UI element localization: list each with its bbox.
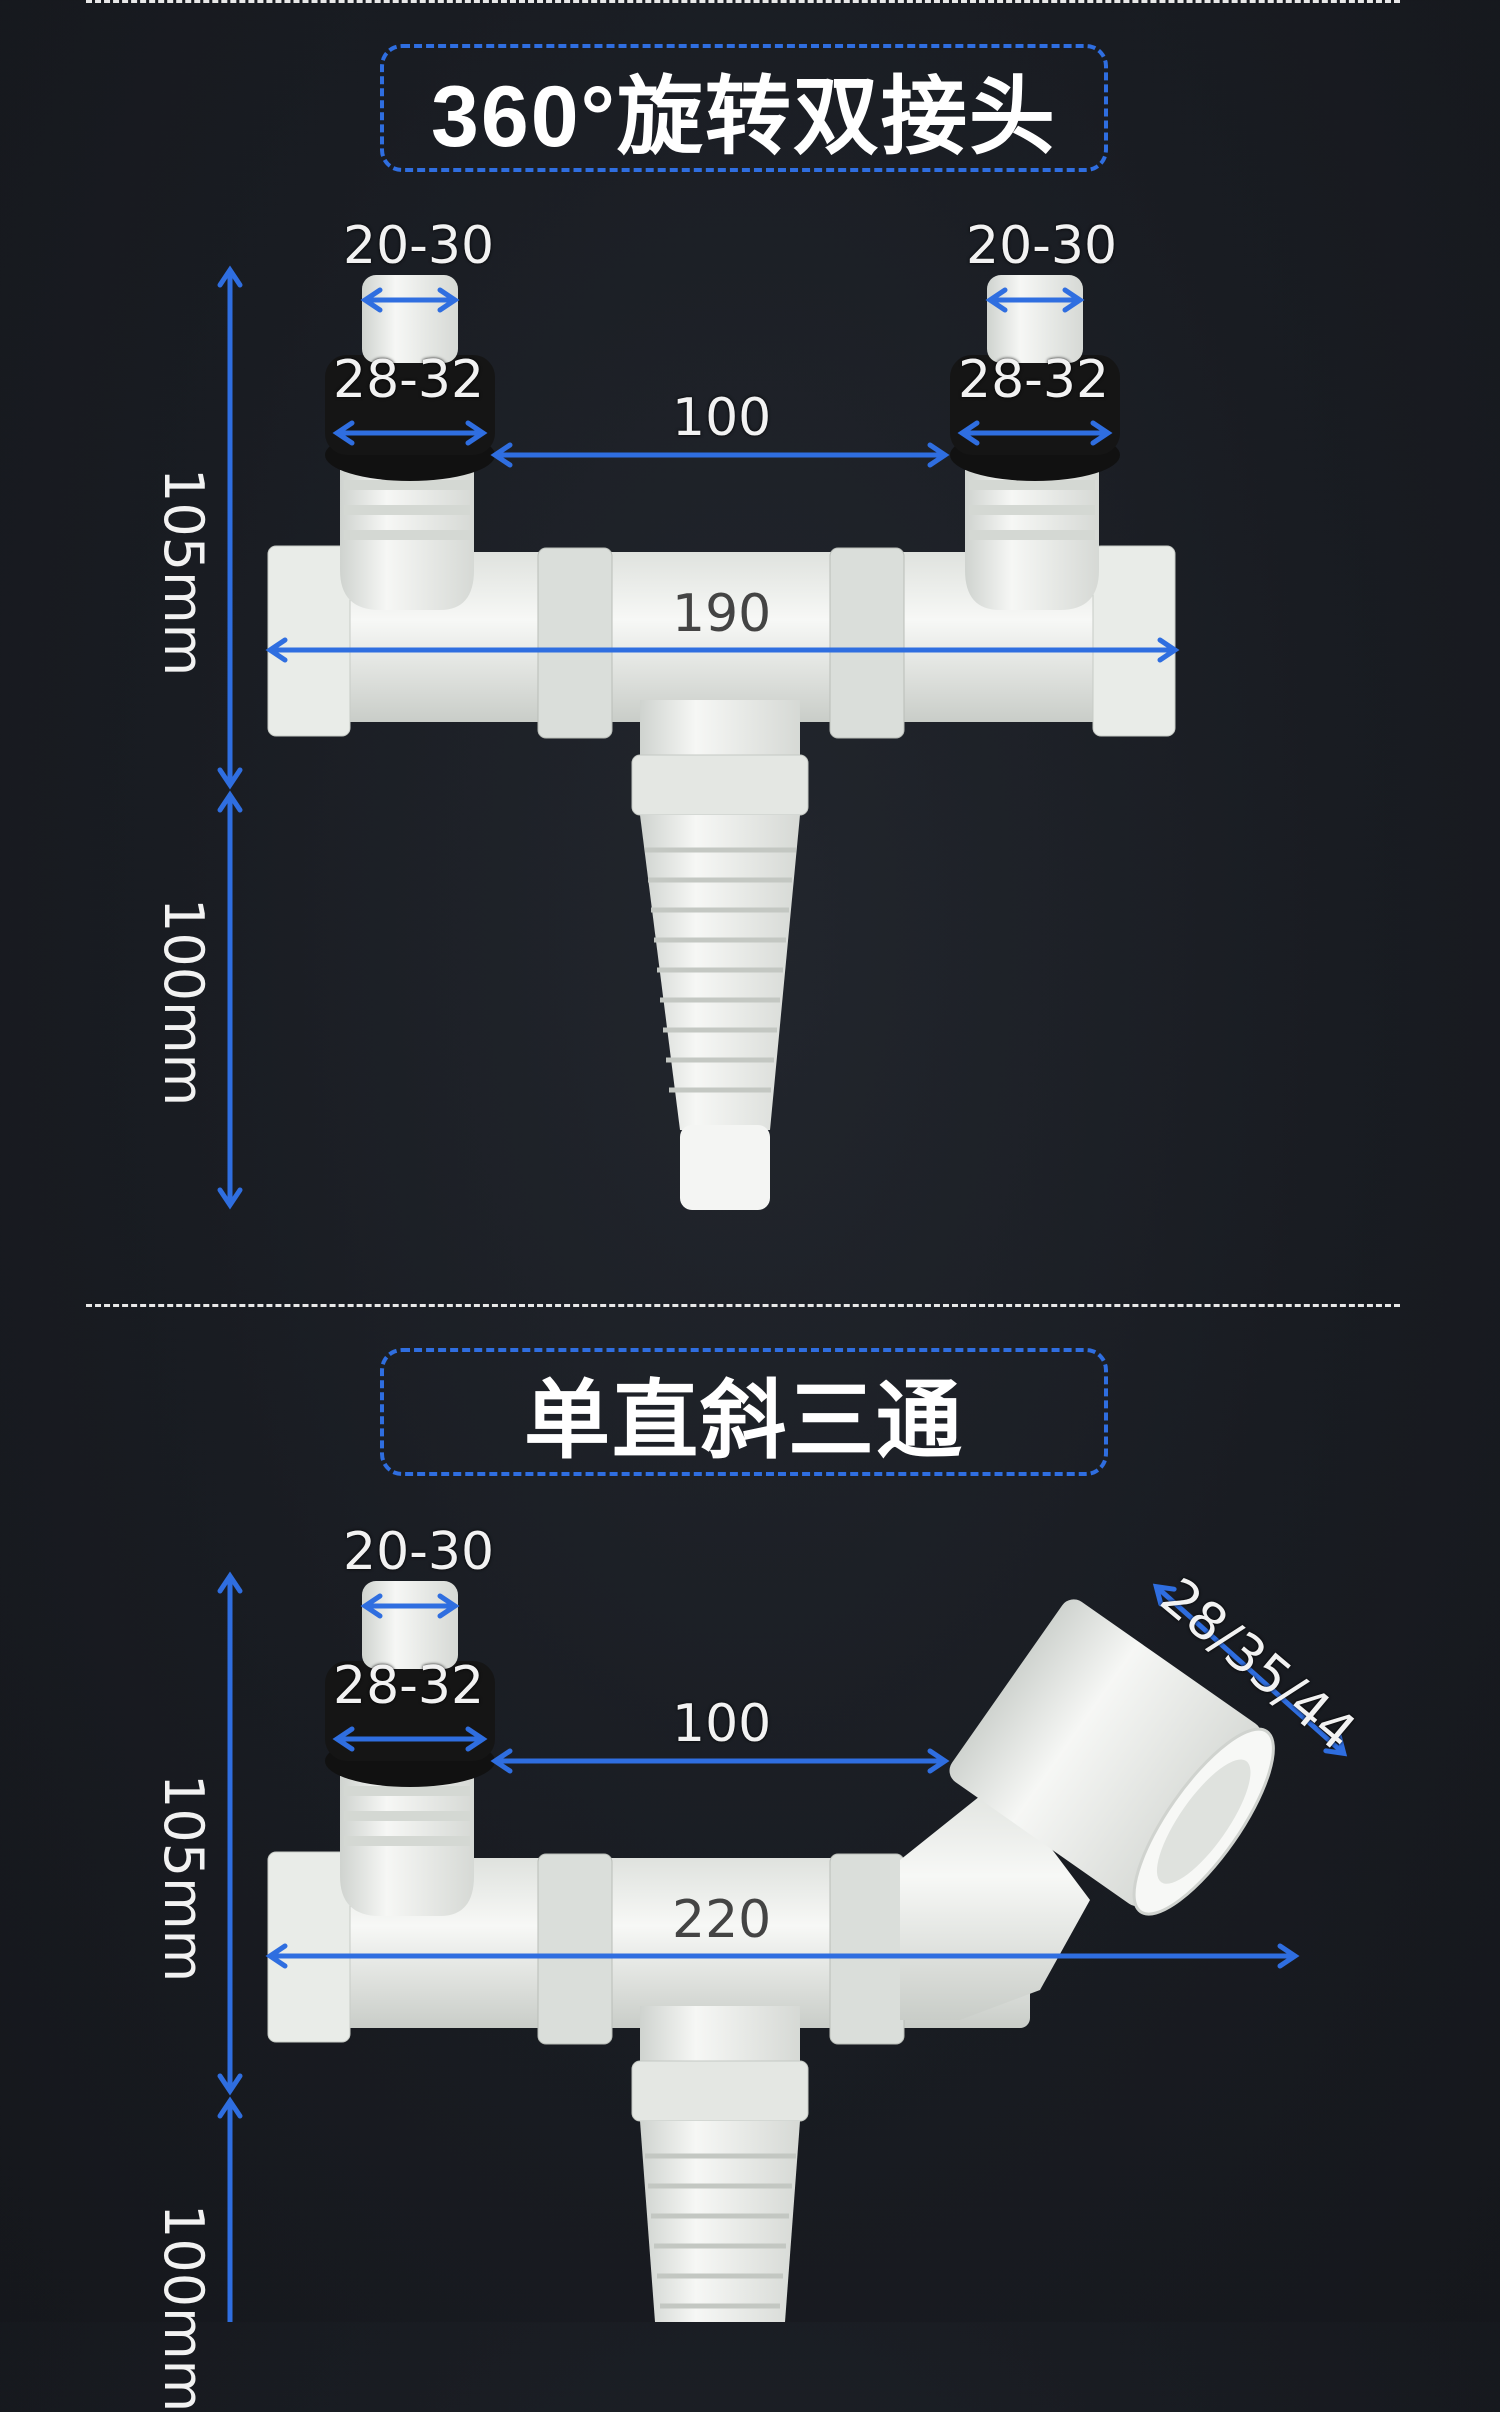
section2-length-dim: 220 <box>672 1890 772 1950</box>
section1-height-lower: 100mm <box>152 898 215 1107</box>
section2-height-upper: 105mm <box>152 1774 215 1983</box>
section2-title: 单直斜三通 <box>524 1372 964 1469</box>
section1-span-dim: 100 <box>672 388 772 448</box>
section1-dimension-arrows <box>217 265 1180 1210</box>
section1-title-box: 360°旋转双接头 <box>380 44 1108 172</box>
section2-dimension-arrows <box>217 1571 1348 2322</box>
section1-left-mid-dim: 28-32 <box>333 350 485 410</box>
section2-mid-dim: 28-32 <box>333 1656 485 1716</box>
section1-right-mid-dim: 28-32 <box>958 350 1110 410</box>
section1-right-top-dim: 20-30 <box>966 216 1118 276</box>
section2-span-dim: 100 <box>672 1694 772 1754</box>
section1-left-top-dim: 20-30 <box>343 216 495 276</box>
section2-title-box: 单直斜三通 <box>380 1348 1108 1476</box>
section1-length-dim: 190 <box>672 584 772 644</box>
section2-height-lower: 100mm <box>152 2204 215 2412</box>
section1-height-upper: 105mm <box>152 468 215 677</box>
top-divider <box>86 0 1400 3</box>
section2-top-dim: 20-30 <box>343 1522 495 1582</box>
product-diagram <box>217 265 1348 2322</box>
middle-divider <box>86 1304 1400 1307</box>
section1-title: 360°旋转双接头 <box>431 68 1057 165</box>
